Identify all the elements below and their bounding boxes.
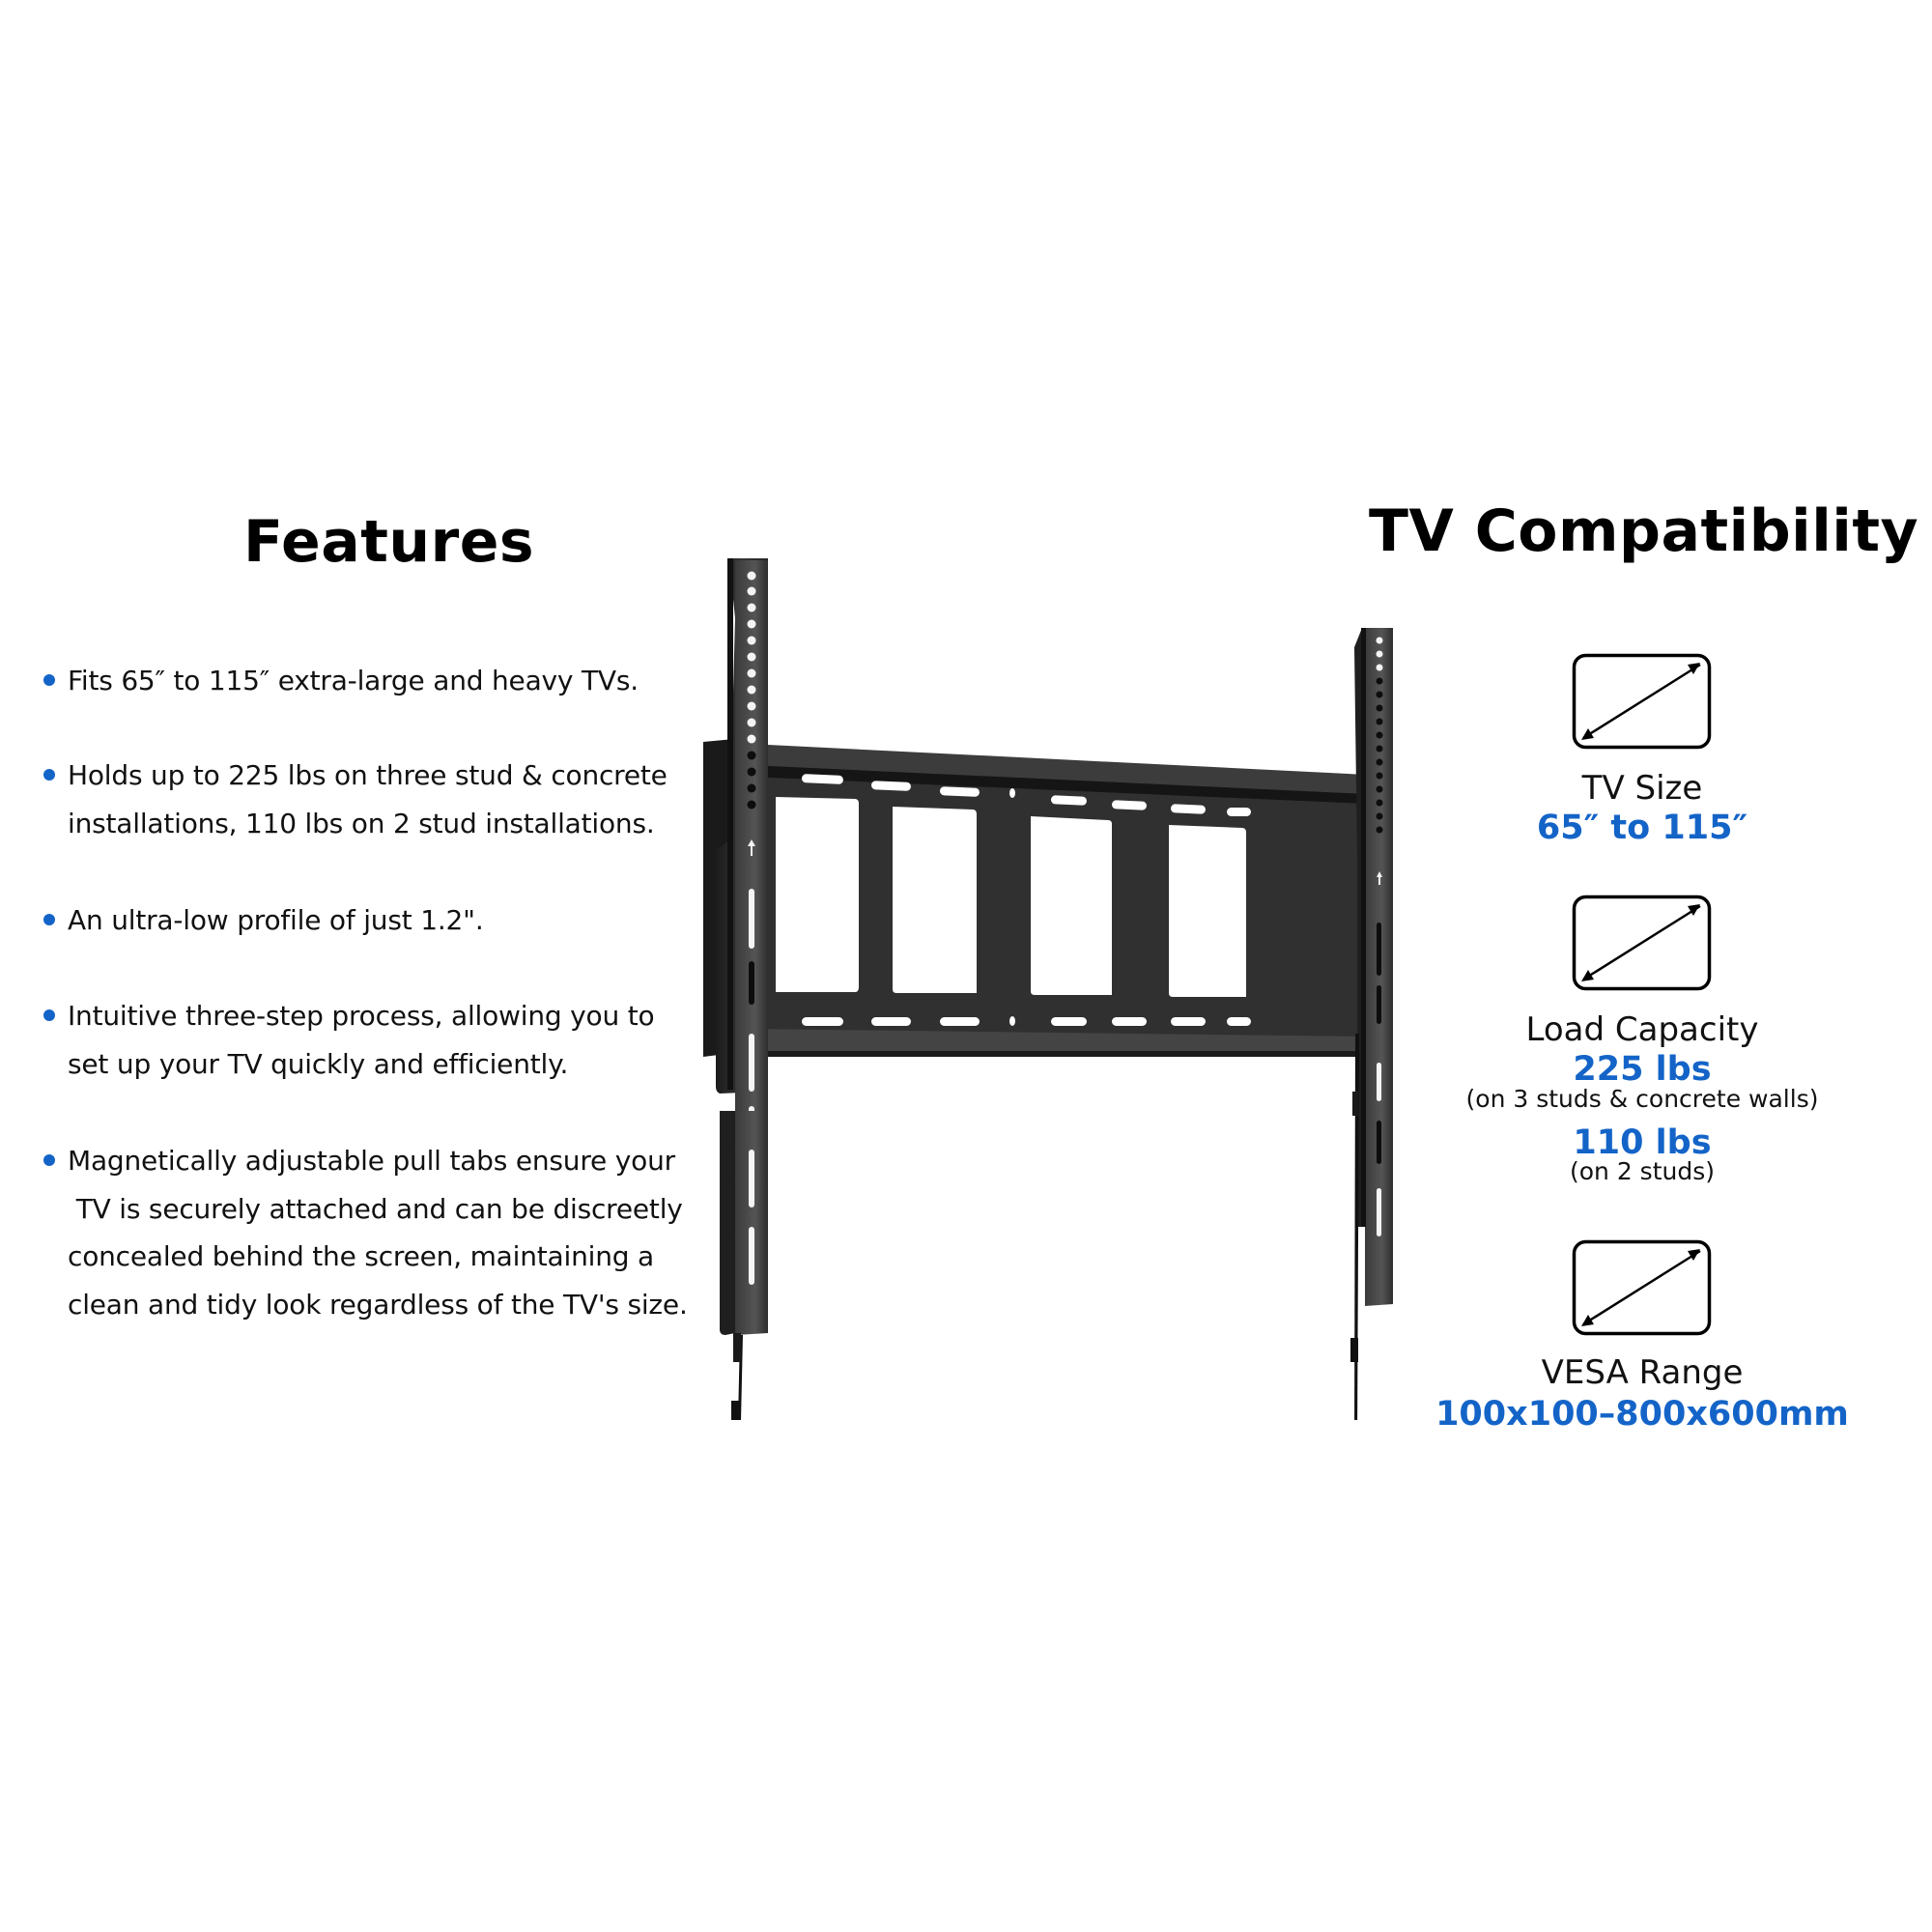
features-title: Features bbox=[243, 508, 535, 576]
spec-value: 65″ to 115″ bbox=[1536, 809, 1748, 847]
feature-text: clean and tidy look regardless of the TV… bbox=[68, 1288, 688, 1321]
spec-note: (on 3 studs & concrete walls) bbox=[1465, 1085, 1819, 1113]
spec-note-secondary: (on 2 studs) bbox=[1569, 1157, 1715, 1185]
spec-value: 100x100–800x600mm bbox=[1435, 1395, 1849, 1434]
feature-text: installations, 110 lbs on 2 stud install… bbox=[68, 807, 655, 839]
feature-text: Intuitive three-step process, allowing y… bbox=[68, 1000, 655, 1032]
feature-text: concealed behind the screen, maintaining… bbox=[68, 1240, 654, 1272]
diagonal-screen-icon bbox=[1572, 1239, 1712, 1336]
spec-value-secondary: 110 lbs bbox=[1573, 1123, 1712, 1162]
feature-text: set up your TV quickly and efficiently. bbox=[68, 1047, 569, 1080]
diagonal-screen-icon bbox=[1572, 653, 1712, 750]
tv-wall-mount-bracket-icon bbox=[703, 558, 1393, 1420]
spec-label: VESA Range bbox=[1541, 1353, 1744, 1392]
spec-label: TV Size bbox=[1581, 769, 1703, 808]
bullet-icon bbox=[43, 1009, 55, 1021]
bullet-icon bbox=[43, 769, 55, 781]
bullet-icon bbox=[43, 674, 55, 686]
feature-text: TV is securely attached and can be discr… bbox=[68, 1192, 683, 1225]
spec-label: Load Capacity bbox=[1525, 1010, 1759, 1049]
feature-text: An ultra-low profile of just 1.2". bbox=[68, 904, 484, 936]
bullet-icon bbox=[43, 1154, 55, 1166]
spec-value: 225 lbs bbox=[1573, 1050, 1712, 1089]
tv-compatibility-title: TV Compatibility bbox=[1369, 497, 1919, 565]
diagonal-screen-icon bbox=[1572, 895, 1712, 991]
feature-text: Holds up to 225 lbs on three stud & conc… bbox=[68, 759, 668, 791]
feature-text: Fits 65″ to 115″ extra-large and heavy T… bbox=[68, 665, 639, 696]
bullet-icon bbox=[43, 914, 55, 925]
feature-text: Magnetically adjustable pull tabs ensure… bbox=[68, 1145, 675, 1177]
